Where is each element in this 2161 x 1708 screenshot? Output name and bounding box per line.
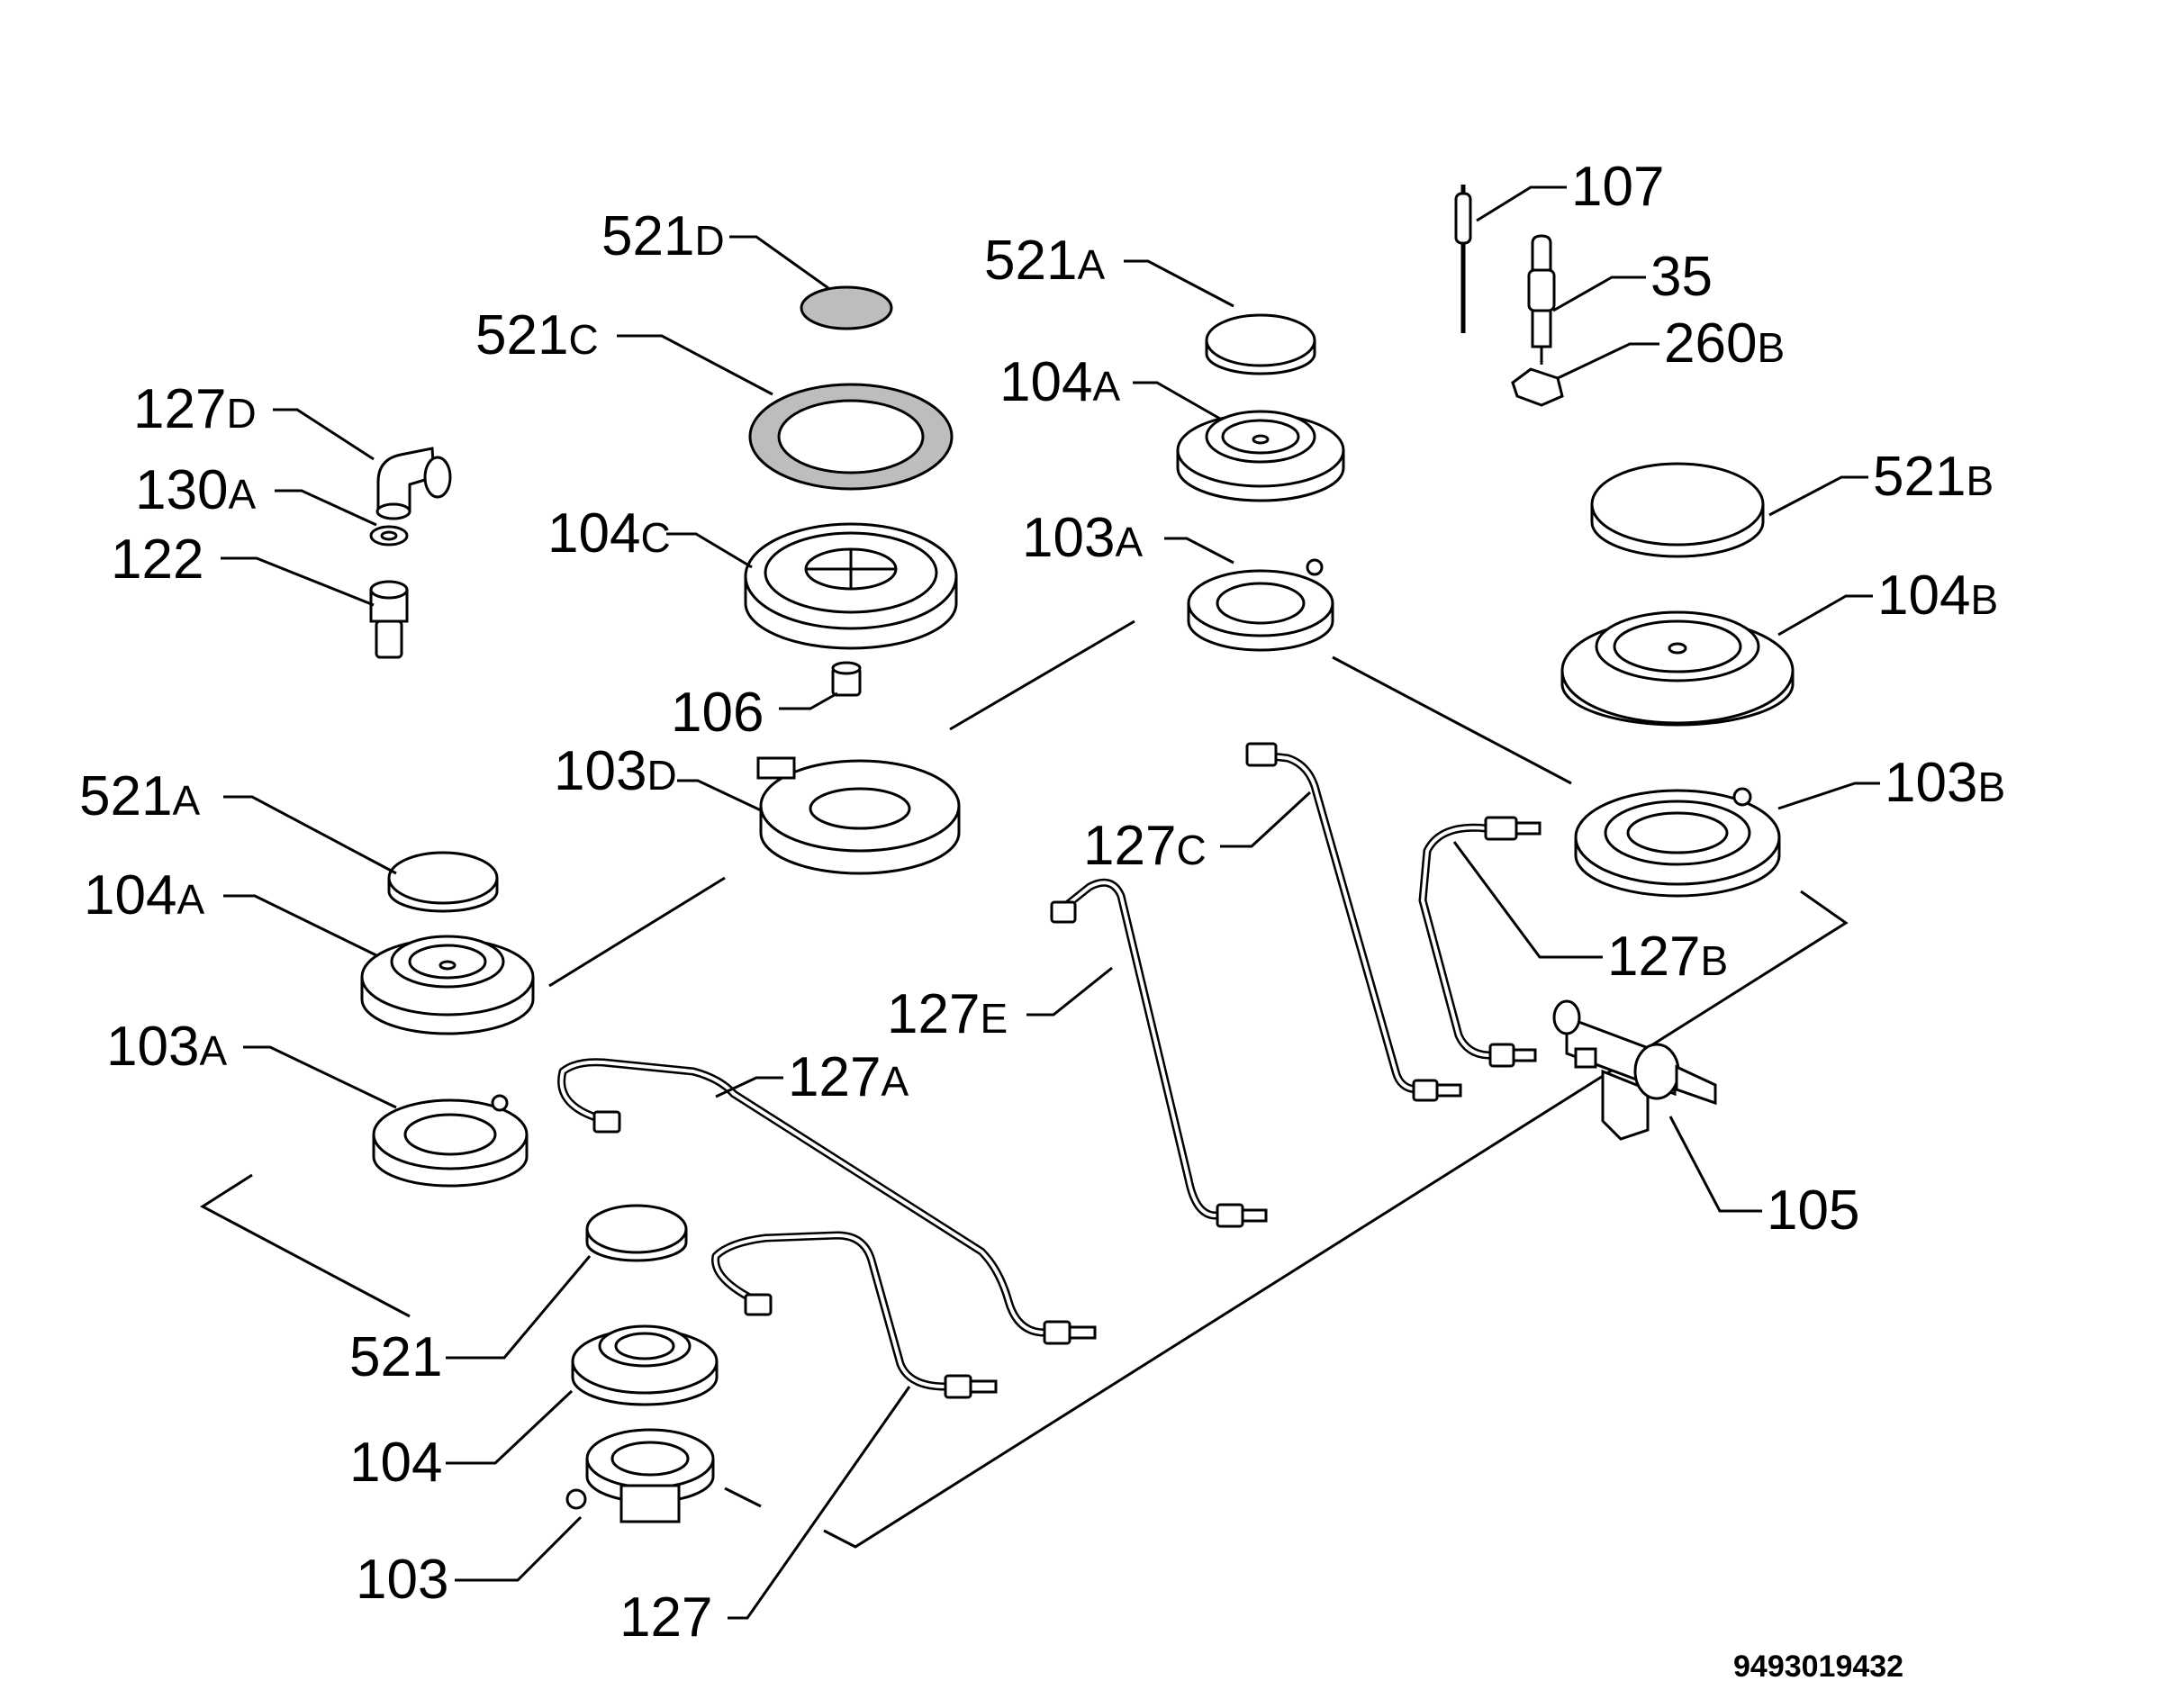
label-35: 35	[1650, 246, 1713, 308]
injector-106	[831, 661, 862, 697]
burner-body-103b	[1574, 787, 1781, 898]
gas-pipe-127b	[1418, 816, 1542, 1068]
label-130a: 130A	[135, 459, 256, 521]
label-103a-left: 103A	[106, 1016, 227, 1078]
label-105: 105	[1767, 1179, 1859, 1242]
label-521d: 521D	[601, 205, 725, 267]
gas-valve-105	[1552, 999, 1717, 1141]
burner-crown-104b	[1560, 610, 1795, 727]
gas-pipe-127a	[557, 1058, 1097, 1345]
label-103: 103	[356, 1549, 448, 1611]
clip-260b	[1511, 367, 1564, 407]
elbow-connector-127d	[375, 447, 452, 520]
label-103d: 103D	[554, 740, 677, 802]
thermocouple-107	[1454, 185, 1472, 333]
burner-crown-104a-top	[1176, 410, 1345, 502]
gas-pipe-127	[711, 1231, 998, 1399]
label-127d: 127D	[133, 378, 257, 440]
label-260b: 260B	[1664, 312, 1785, 375]
label-107: 107	[1571, 156, 1664, 218]
label-122: 122	[111, 529, 203, 591]
burner-body-103d	[756, 756, 961, 875]
gas-pipe-127e	[1050, 878, 1268, 1228]
gas-inlet-fitting-122	[369, 580, 409, 659]
label-127c: 127C	[1083, 815, 1207, 877]
label-127: 127	[619, 1586, 712, 1649]
burner-cap-521d	[800, 285, 893, 330]
burner-cap-521a-left	[387, 851, 499, 913]
label-521a-left: 521A	[79, 765, 200, 827]
burner-crown-104a-left	[360, 935, 535, 1035]
label-106: 106	[671, 682, 764, 744]
document-number: 9493019432	[1733, 1649, 1904, 1684]
burner-crown-104c	[744, 522, 958, 650]
label-103b: 103B	[1885, 752, 2005, 814]
label-521a-top: 521A	[984, 230, 1105, 292]
label-103a-top: 103A	[1022, 507, 1143, 569]
burner-body-103	[565, 1428, 715, 1523]
gas-pipe-127c	[1245, 742, 1462, 1102]
burner-ring-521c	[748, 383, 954, 491]
label-521c: 521C	[475, 304, 599, 366]
label-127a: 127A	[788, 1046, 909, 1108]
burner-body-103a-left	[372, 1094, 529, 1188]
label-127b: 127B	[1607, 926, 1728, 988]
burner-body-103a-top	[1187, 558, 1334, 652]
assembly-guide-lines	[200, 619, 1849, 1549]
washer-130a	[369, 525, 409, 547]
burner-cap-521	[585, 1204, 688, 1262]
ignition-electrode-35	[1527, 234, 1556, 365]
label-104a-top: 104A	[999, 351, 1120, 413]
label-521: 521	[349, 1326, 442, 1388]
callout-labels: 521D 521C 104C 106 103D 127D 130A 122 52…	[79, 156, 2005, 1649]
burner-cap-521b	[1590, 462, 1765, 558]
label-104c: 104C	[547, 502, 671, 565]
label-104: 104	[349, 1432, 442, 1494]
label-521b: 521B	[1873, 446, 1994, 508]
burner-cap-521a-top	[1205, 313, 1316, 375]
burner-crown-104	[571, 1324, 719, 1406]
leader-lines	[221, 185, 1880, 1620]
label-104a-left: 104A	[84, 864, 204, 926]
label-127e: 127E	[887, 983, 1008, 1045]
label-104b: 104B	[1877, 565, 1998, 627]
